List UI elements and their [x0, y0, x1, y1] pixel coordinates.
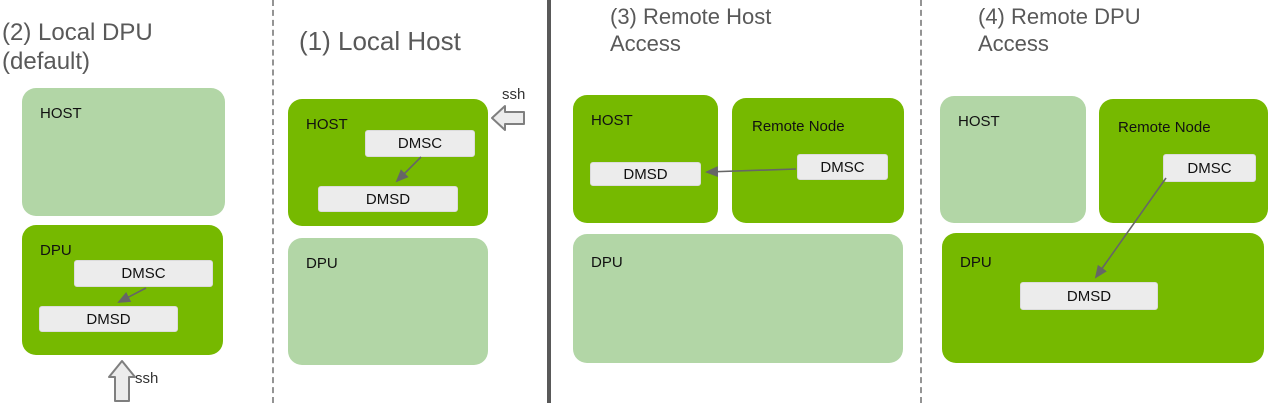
dpu-box-local-dpu: DPU: [22, 225, 223, 355]
panel-title-line: (default): [2, 48, 91, 76]
dmsc-chip-local-dpu: DMSC: [74, 260, 213, 287]
ssh-up-arrow-icon: [108, 360, 136, 402]
remote-node-label: Remote Node: [752, 118, 845, 135]
panel-title-line: Access: [978, 30, 1049, 56]
divider-solid-center: [547, 0, 551, 403]
panel-title-line: (2) Local DPU: [2, 19, 153, 46]
panel-title-local-host: (1) Local Host: [299, 26, 461, 58]
ssh-left-arrow-icon: [491, 105, 525, 131]
dmsd-label: DMSD: [623, 165, 668, 183]
dmsc-label: DMSC: [397, 135, 443, 152]
panel-title-line: (1) Local Host: [299, 26, 461, 56]
panel-title-remote-host-access: (3) Remote Host Access: [610, 4, 771, 58]
dmsc-label: DMSC: [121, 265, 166, 282]
dmsd-label: DMSD: [365, 190, 411, 208]
host-label: HOST: [40, 105, 82, 122]
panel-title-line: (3) Remote Host: [610, 4, 772, 29]
dmsd-chip-local-dpu: DMSD: [39, 306, 178, 332]
dpu-label: DPU: [591, 254, 623, 271]
dmsd-chip-remote-host-access: DMSD: [590, 162, 701, 186]
ssh-label-local-dpu: ssh: [135, 370, 159, 387]
dmsc-chip-remote-host-access: DMSC: [797, 154, 888, 180]
dmsd-chip-remote-dpu-access: DMSD: [1020, 282, 1158, 310]
dmsc-chip-local-host: DMSC: [365, 130, 475, 157]
panel-title-remote-dpu-access: (4) Remote DPU Access: [978, 4, 1141, 58]
divider-dashed-left: [272, 0, 274, 403]
panel-title-local-dpu: (2) Local DPU (default): [2, 18, 153, 77]
dmsd-label: DMSD: [86, 310, 131, 328]
dpu-box-local-host: DPU: [288, 238, 488, 365]
host-label: HOST: [591, 112, 633, 129]
dmsc-label: DMSC: [820, 158, 865, 176]
dpu-label: DPU: [40, 242, 72, 259]
host-label: HOST: [958, 113, 1000, 130]
panel-title-line: (4) Remote DPU: [978, 4, 1141, 29]
dpu-box-remote-host-access: DPU: [573, 234, 903, 363]
dpu-label: DPU: [960, 254, 992, 271]
dmsc-label: DMSC: [1187, 159, 1232, 177]
host-box-remote-host-access: HOST: [573, 95, 718, 223]
dmsd-label: DMSD: [1066, 287, 1112, 305]
divider-dashed-right: [920, 0, 922, 403]
host-box-local-dpu: HOST: [22, 88, 225, 216]
host-label: HOST: [306, 116, 348, 133]
remote-node-label: Remote Node: [1118, 119, 1211, 136]
ssh-label-local-host: ssh: [502, 86, 526, 103]
dmsc-chip-remote-dpu-access: DMSC: [1163, 154, 1256, 182]
panel-title-line: Access: [610, 30, 681, 56]
dpu-label: DPU: [306, 255, 338, 272]
dmsd-chip-local-host: DMSD: [318, 186, 458, 212]
host-box-remote-dpu-access: HOST: [940, 96, 1086, 223]
